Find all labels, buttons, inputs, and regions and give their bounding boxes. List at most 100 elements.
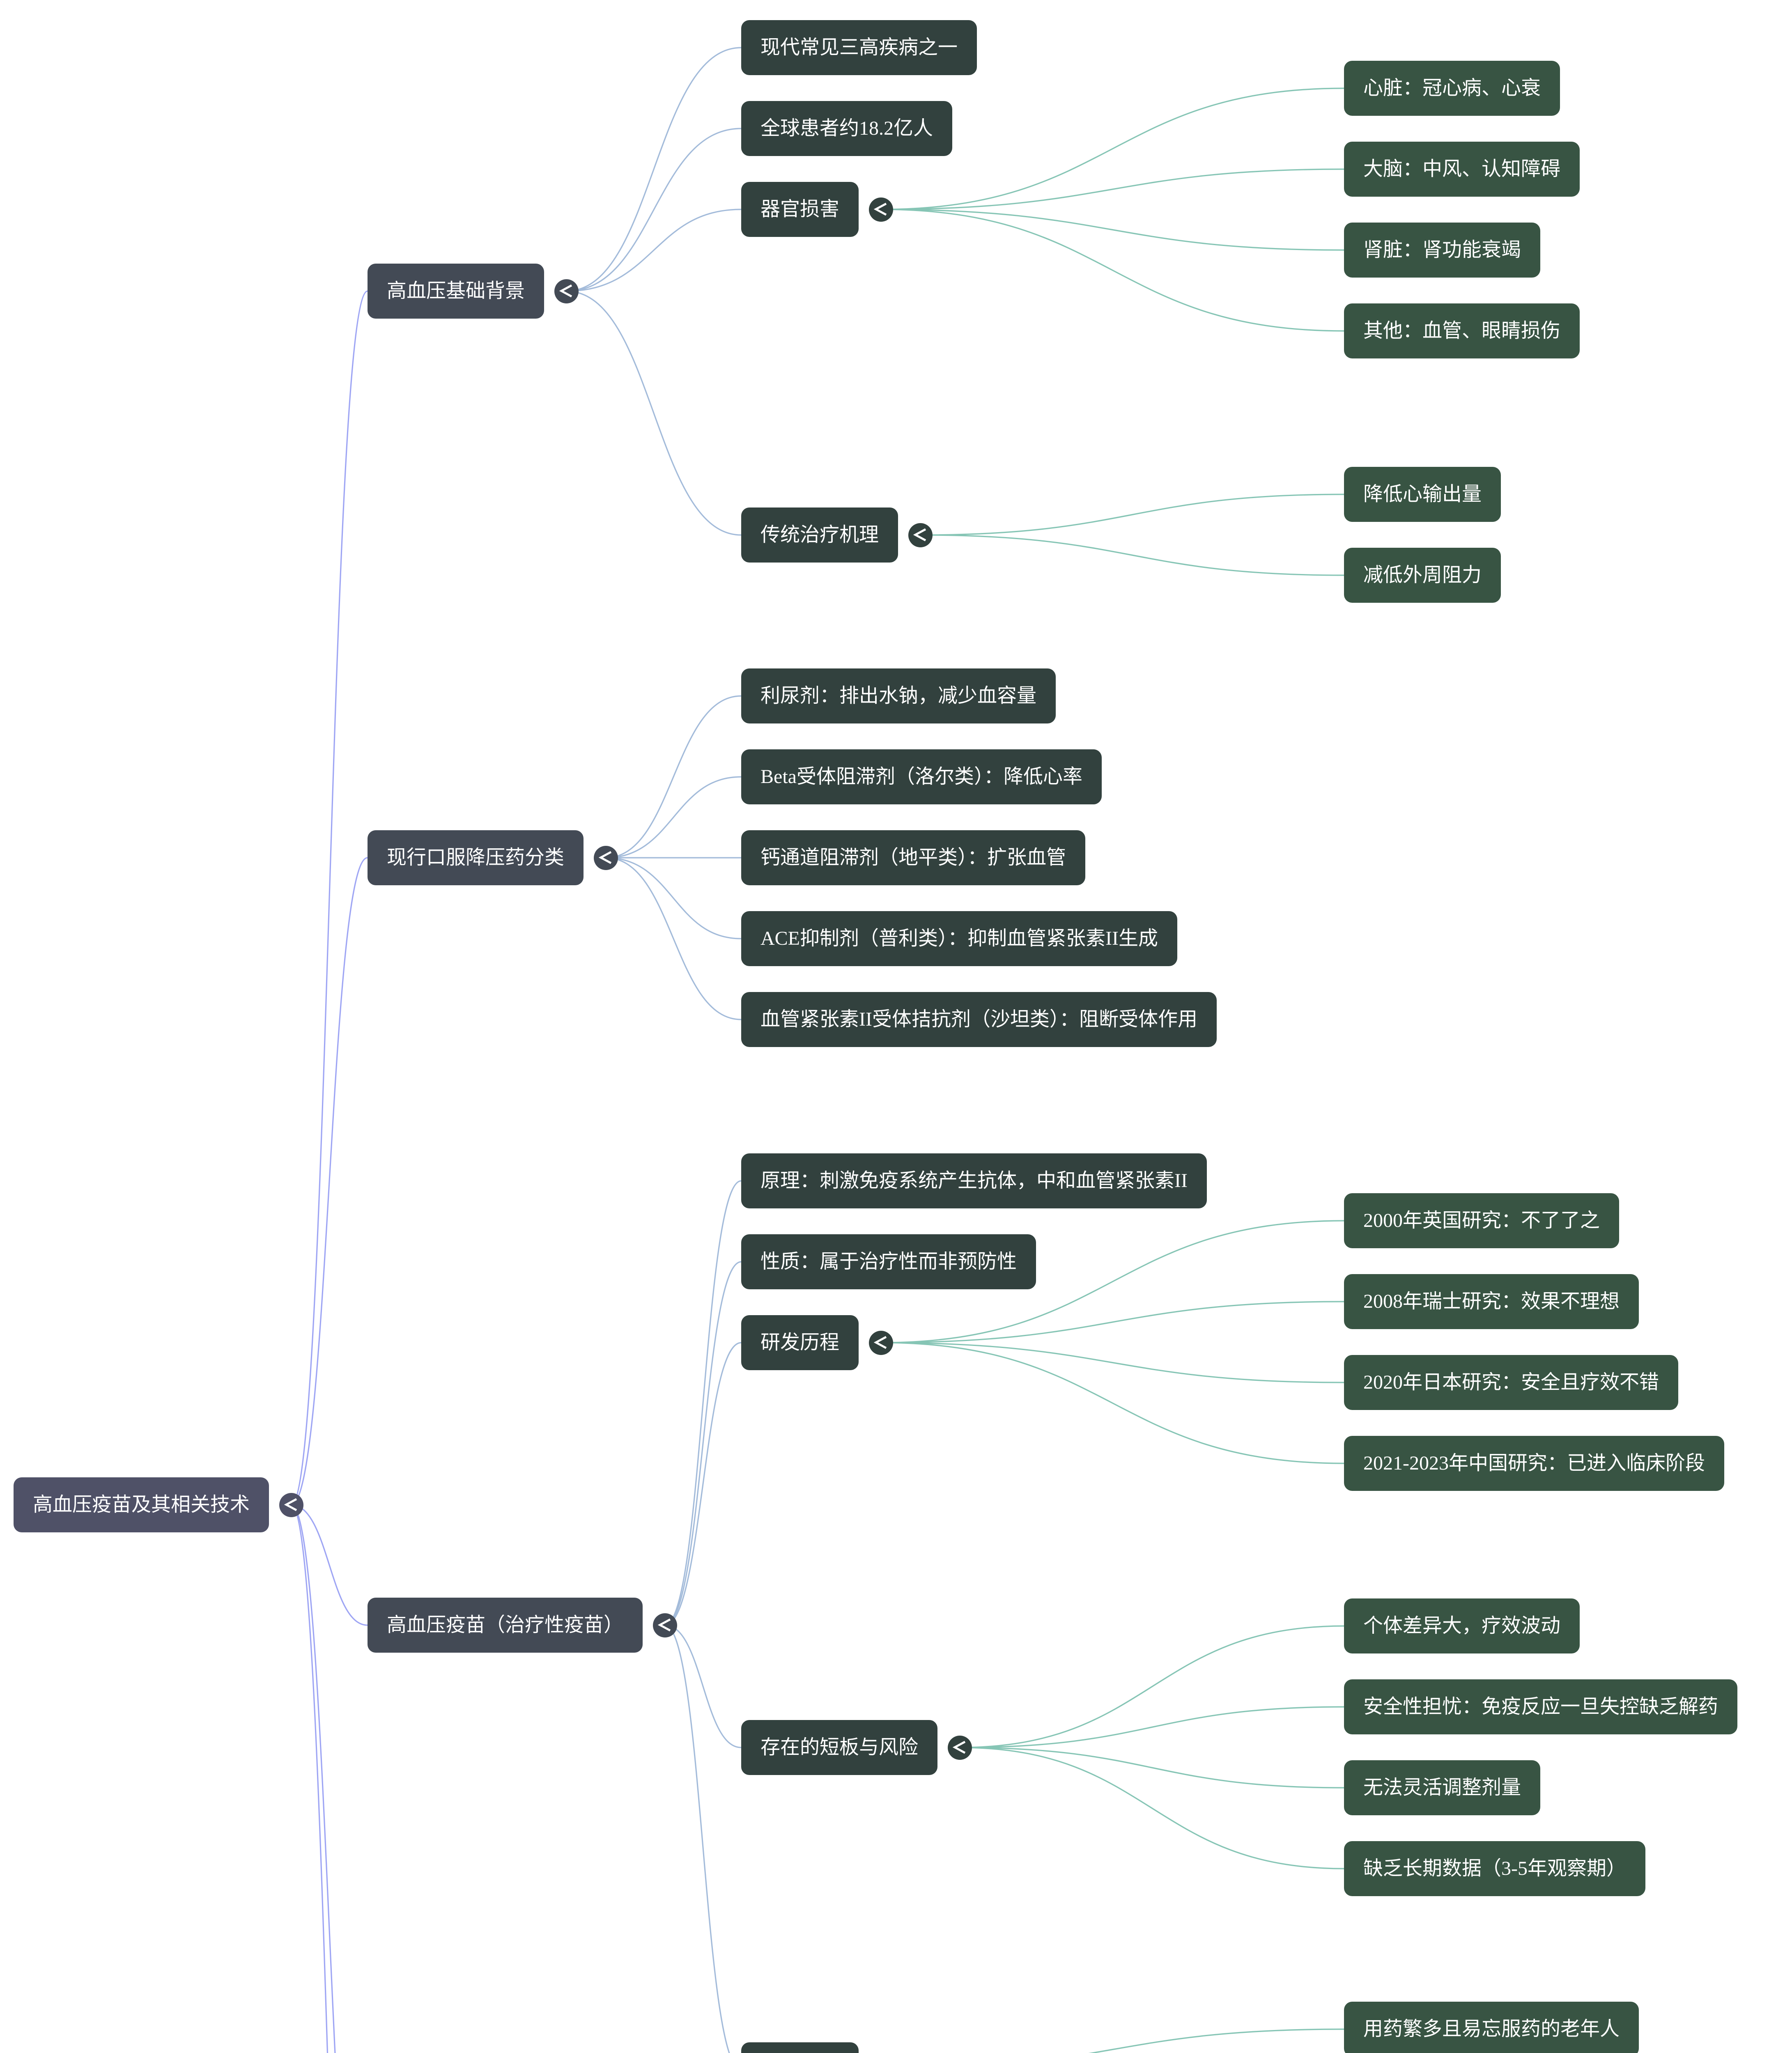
node-label: 2000年英国研究：不了了之 xyxy=(1363,1210,1600,1231)
collapse-toggle[interactable] xyxy=(908,523,933,547)
branch-edge xyxy=(919,494,1345,536)
node-label: 心脏：冠心病、心衰 xyxy=(1363,77,1541,99)
branch-edge xyxy=(880,1342,1345,1464)
branch-edge xyxy=(1088,2028,1345,2053)
level2-node: 全球患者约18.2亿人 xyxy=(741,101,953,156)
level2-node: 性质：属于治疗性而非预防性 xyxy=(741,1234,1036,1289)
branch-edge xyxy=(959,1747,1345,1869)
level3-node: 减低外周阻力 xyxy=(1344,548,1501,603)
branch-edge xyxy=(290,290,368,1506)
collapse-toggle[interactable] xyxy=(593,845,618,870)
collapse-toggle[interactable] xyxy=(868,197,893,222)
node-label: 大脑：中风、认知障碍 xyxy=(1363,158,1561,180)
branch-edge xyxy=(919,534,1345,576)
node-label: 降低心输出量 xyxy=(1363,483,1482,505)
branch-edge xyxy=(880,209,1345,332)
level2-node: 钙通道阻滞剂（地平类）：扩张血管 xyxy=(741,830,1086,885)
node-label: 其他：血管、眼睛损伤 xyxy=(1363,320,1561,342)
branch-edge xyxy=(290,1504,336,2053)
level2-node: 血管紧张素II受体拮抗剂（沙坦类）：阻断受体作用 xyxy=(741,992,1217,1047)
node-label: 传统治疗机理 xyxy=(760,524,879,546)
branch-edge xyxy=(880,209,1345,251)
node-label: 存在的短板与风险 xyxy=(760,1736,919,1758)
branch-edge xyxy=(565,128,742,292)
chevron-left-icon xyxy=(952,1741,965,1754)
collapse-toggle[interactable] xyxy=(554,279,579,303)
node-label: 高血压疫苗及其相关技术 xyxy=(33,1494,250,1516)
node-label: 高血压疫苗（治疗性疫苗） xyxy=(387,1614,624,1636)
chevron-left-icon xyxy=(598,851,611,864)
level3-node: 心脏：冠心病、心衰 xyxy=(1344,61,1560,116)
node-label: 研发历程 xyxy=(760,1332,840,1353)
level2-node: Beta受体阻滞剂（洛尔类）：降低心率 xyxy=(741,749,1102,804)
branch-edge xyxy=(664,1624,730,2053)
level2-node: 传统治疗机理 xyxy=(741,508,898,563)
collapse-toggle[interactable] xyxy=(652,1613,677,1637)
node-label: 个体差异大，疗效波动 xyxy=(1363,1615,1561,1637)
node-label: 减低外周阻力 xyxy=(1363,564,1482,586)
branch-edge xyxy=(664,1624,742,1748)
branch-edge xyxy=(565,290,742,536)
branch-edge xyxy=(605,695,742,859)
collapse-toggle[interactable] xyxy=(868,1330,893,1355)
branch-edge xyxy=(880,168,1345,210)
level2-node: 存在的短板与风险 xyxy=(741,1720,938,1775)
level3-node: 大脑：中风、认知障碍 xyxy=(1344,142,1580,197)
level2-node: ACE抑制剂（普利类）：抑制血管紧张素II生成 xyxy=(741,911,1177,966)
level2-node: 研发历程 xyxy=(741,1315,859,1370)
level3-node: 缺乏长期数据（3-5年观察期） xyxy=(1344,1841,1645,1896)
branch-edge xyxy=(605,857,742,939)
branch-edge xyxy=(959,1747,1345,1789)
level3-node: 降低心输出量 xyxy=(1344,467,1501,522)
branch-edge xyxy=(664,1180,742,1626)
level3-node: 2021-2023年中国研究：已进入临床阶段 xyxy=(1344,1436,1724,1491)
collapse-toggle[interactable] xyxy=(947,1735,972,1760)
node-label: 安全性担忧：免疫反应一旦失控缺乏解药 xyxy=(1363,1696,1718,1718)
node-label: 2021-2023年中国研究：已进入临床阶段 xyxy=(1363,1452,1705,1474)
collapse-toggle[interactable] xyxy=(279,1493,303,1517)
node-label: 现代常见三高疾病之一 xyxy=(760,37,958,58)
node-label: 性质：属于治疗性而非预防性 xyxy=(760,1251,1017,1272)
chevron-left-icon xyxy=(559,284,572,297)
branch-edge xyxy=(959,1625,1345,1748)
branch-edge xyxy=(880,87,1345,210)
node-label: 原理：刺激免疫系统产生抗体，中和血管紧张素II xyxy=(760,1170,1188,1192)
branch-edge xyxy=(565,47,742,292)
node-label: 钙通道阻滞剂（地平类）：扩张血管 xyxy=(760,847,1066,868)
level3-node: 个体差异大，疗效波动 xyxy=(1344,1598,1580,1653)
level2-node: 适用人群 xyxy=(741,2042,859,2053)
level3-node: 无法灵活调整剂量 xyxy=(1344,1760,1541,1815)
node-label: 高血压基础背景 xyxy=(387,280,525,302)
branch-edge xyxy=(880,1342,1345,1383)
node-label: 利尿剂：排出水钠，减少血容量 xyxy=(760,685,1037,707)
level3-node: 其他：血管、眼睛损伤 xyxy=(1344,303,1580,358)
level3-node: 2020年日本研究：安全且疗效不错 xyxy=(1344,1355,1679,1410)
chevron-left-icon xyxy=(657,1618,671,1631)
branch-edge xyxy=(664,1261,742,1626)
level3-node: 2008年瑞士研究：效果不理想 xyxy=(1344,1274,1639,1329)
chevron-left-icon xyxy=(873,202,887,216)
node-label: Beta受体阻滞剂（洛尔类）：降低心率 xyxy=(760,766,1082,788)
branch-edge xyxy=(605,776,742,859)
level1-node: 高血压基础背景 xyxy=(368,264,544,319)
root-node: 高血压疫苗及其相关技术 xyxy=(14,1477,269,1532)
branch-edge xyxy=(664,1342,742,1626)
node-label: 2008年瑞士研究：效果不理想 xyxy=(1363,1291,1620,1312)
node-label: 血管紧张素II受体拮抗剂（沙坦类）：阻断受体作用 xyxy=(760,1008,1197,1030)
level2-node: 原理：刺激免疫系统产生抗体，中和血管紧张素II xyxy=(741,1153,1207,1208)
chevron-left-icon xyxy=(873,1336,887,1349)
node-label: 现行口服降压药分类 xyxy=(387,847,565,868)
node-label: 肾脏：肾功能衰竭 xyxy=(1363,239,1521,261)
branch-edge xyxy=(565,209,742,292)
level3-node: 用药繁多且易忘服药的老年人 xyxy=(1344,2002,1639,2053)
level3-node: 2000年英国研究：不了了之 xyxy=(1344,1193,1620,1248)
branch-edge xyxy=(880,1301,1345,1343)
branch-edge xyxy=(290,1504,368,1626)
node-label: 全球患者约18.2亿人 xyxy=(760,117,933,139)
node-label: 器官损害 xyxy=(760,198,840,220)
branch-edge xyxy=(959,1706,1345,1748)
node-label: 2020年日本研究：安全且疗效不错 xyxy=(1363,1371,1659,1393)
branch-edge xyxy=(880,1220,1345,1343)
